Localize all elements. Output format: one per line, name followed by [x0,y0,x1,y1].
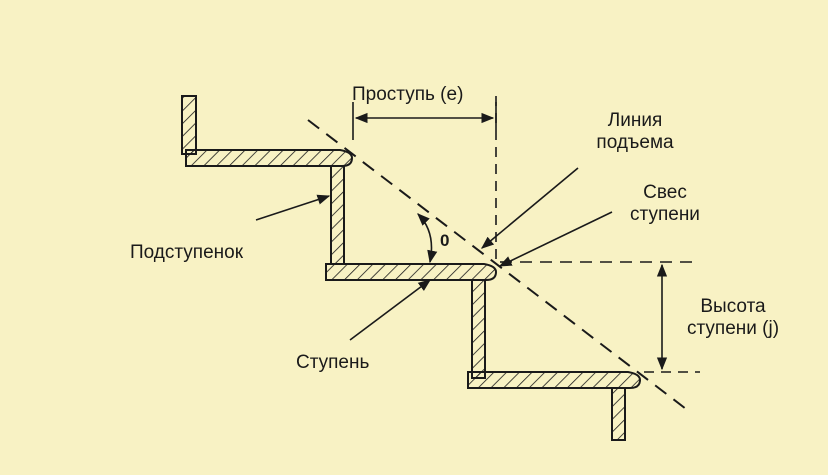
angle-label: 0 [440,231,450,250]
rise-line-leader [481,167,579,249]
nosing-leader [498,211,613,267]
riser-leader [255,194,331,221]
step-height-label: Высота ступени (j) [668,296,798,340]
nosing-label: Свес ступени [605,182,725,226]
tread-3 [467,371,642,389]
bottom-riser-post [611,387,626,441]
riser-1 [330,165,345,265]
nosing-label-1: Свес [643,182,687,203]
riser-label: Подступенок [130,242,244,263]
step-leader [349,279,432,341]
top-riser-post [181,95,197,155]
step-height-label-2: ступени (j) [686,318,780,339]
rise-line-label: Линия подъема [575,110,695,154]
angle-arc [417,213,438,264]
nosing-label-2: ступени [630,204,700,225]
step-label: Ступень [296,352,370,373]
step-height-label-1: Высота [700,296,766,317]
tread-2 [325,263,498,281]
tread-label: Проступь (e) [352,84,464,105]
tread-1 [185,149,354,167]
rise-line-label-1: Линия [607,110,663,131]
rise-line-label-2: подъема [596,132,674,153]
riser-2 [471,279,486,379]
